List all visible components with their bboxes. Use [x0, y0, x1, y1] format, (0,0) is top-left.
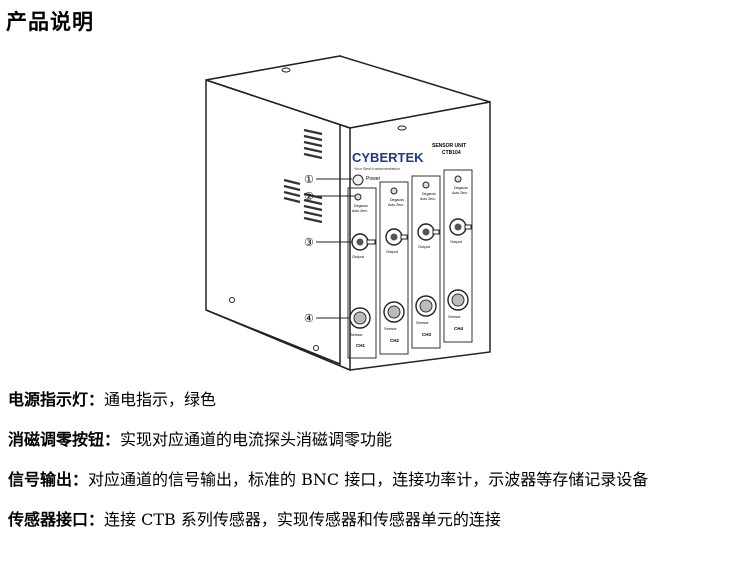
- svg-text:Sensor: Sensor: [384, 326, 397, 331]
- svg-text:CH3: CH3: [422, 332, 431, 337]
- degauss-button[interactable]: [454, 175, 462, 183]
- description-term: 传感器接口：: [8, 510, 105, 529]
- power-label: Power: [366, 176, 381, 182]
- callout-1: ①: [304, 173, 314, 186]
- svg-text:CH4: CH4: [454, 326, 463, 331]
- svg-text:Output: Output: [418, 244, 431, 249]
- sensor-unit-illustration: CYBERTEK Your Best Instrumentation SENSO…: [205, 55, 491, 371]
- power-indicator: [352, 174, 364, 186]
- description-term: 消磁调零按钮：: [8, 430, 121, 449]
- svg-text:Degauss: Degauss: [422, 192, 436, 196]
- description-term: 电源指示灯：: [8, 390, 105, 409]
- channel-strip-1: Degauss Auto Zero Output Sensor CH1: [347, 187, 377, 359]
- svg-text:CH2: CH2: [390, 338, 399, 343]
- degauss-button[interactable]: [390, 187, 398, 195]
- degauss-button[interactable]: [354, 193, 362, 201]
- channel-strip-4: Degauss Auto Zero Output Sensor CH4: [443, 169, 473, 343]
- description-term: 信号输出：: [8, 470, 89, 489]
- model-line2: CTB104: [442, 150, 461, 156]
- svg-text:Auto Zero: Auto Zero: [452, 191, 467, 195]
- svg-text:Output: Output: [352, 254, 365, 259]
- svg-text:Output: Output: [386, 249, 399, 254]
- description-text: 连接 CTB 系列传感器，实现传感器和传感器单元的连接: [104, 510, 501, 529]
- callout-2: ②: [304, 190, 314, 203]
- svg-text:Degauss: Degauss: [354, 204, 368, 208]
- svg-text:Output: Output: [450, 239, 463, 244]
- description-signal-output: 信号输出：对应通道的信号输出，标准的 BNC 接口，连接功率计，示波器等存储记录…: [8, 466, 648, 490]
- model-line1: SENSOR UNIT: [432, 143, 466, 149]
- description-degauss-button: 消磁调零按钮：实现对应通道的电流探头消磁调零功能: [8, 426, 392, 450]
- svg-text:Degauss: Degauss: [454, 186, 468, 190]
- svg-text:Degauss: Degauss: [390, 198, 404, 202]
- degauss-button[interactable]: [422, 181, 430, 189]
- channel-strip-2: Degauss Auto Zero Output Sensor CH2: [379, 181, 409, 355]
- svg-text:Auto Zero: Auto Zero: [420, 197, 435, 201]
- description-text: 通电指示，绿色: [104, 390, 217, 409]
- brand-logo: CYBERTEK: [352, 150, 424, 165]
- description-power-indicator: 电源指示灯：通电指示，绿色: [8, 386, 216, 410]
- page-title: 产品说明: [6, 10, 94, 34]
- callout-4: ④: [304, 312, 314, 325]
- description-text: 实现对应通道的电流探头消磁调零功能: [120, 430, 393, 449]
- description-sensor-interface: 传感器接口：连接 CTB 系列传感器，实现传感器和传感器单元的连接: [8, 506, 501, 530]
- brand-tagline: Your Best Instrumentation: [354, 166, 400, 171]
- channel-strip-3: Degauss Auto Zero Output Sensor CH3: [411, 175, 441, 349]
- svg-text:CH1: CH1: [356, 343, 365, 348]
- svg-text:Sensor: Sensor: [350, 332, 363, 337]
- callout-3: ③: [304, 236, 314, 249]
- vent-grille: [283, 128, 323, 224]
- svg-text:Sensor: Sensor: [448, 314, 461, 319]
- svg-text:Sensor: Sensor: [416, 320, 429, 325]
- description-text: 对应通道的信号输出，标准的 BNC 接口，连接功率计，示波器等存储记录设备: [88, 470, 649, 489]
- svg-text:Auto Zero: Auto Zero: [352, 209, 367, 213]
- svg-text:Auto Zero: Auto Zero: [388, 203, 403, 207]
